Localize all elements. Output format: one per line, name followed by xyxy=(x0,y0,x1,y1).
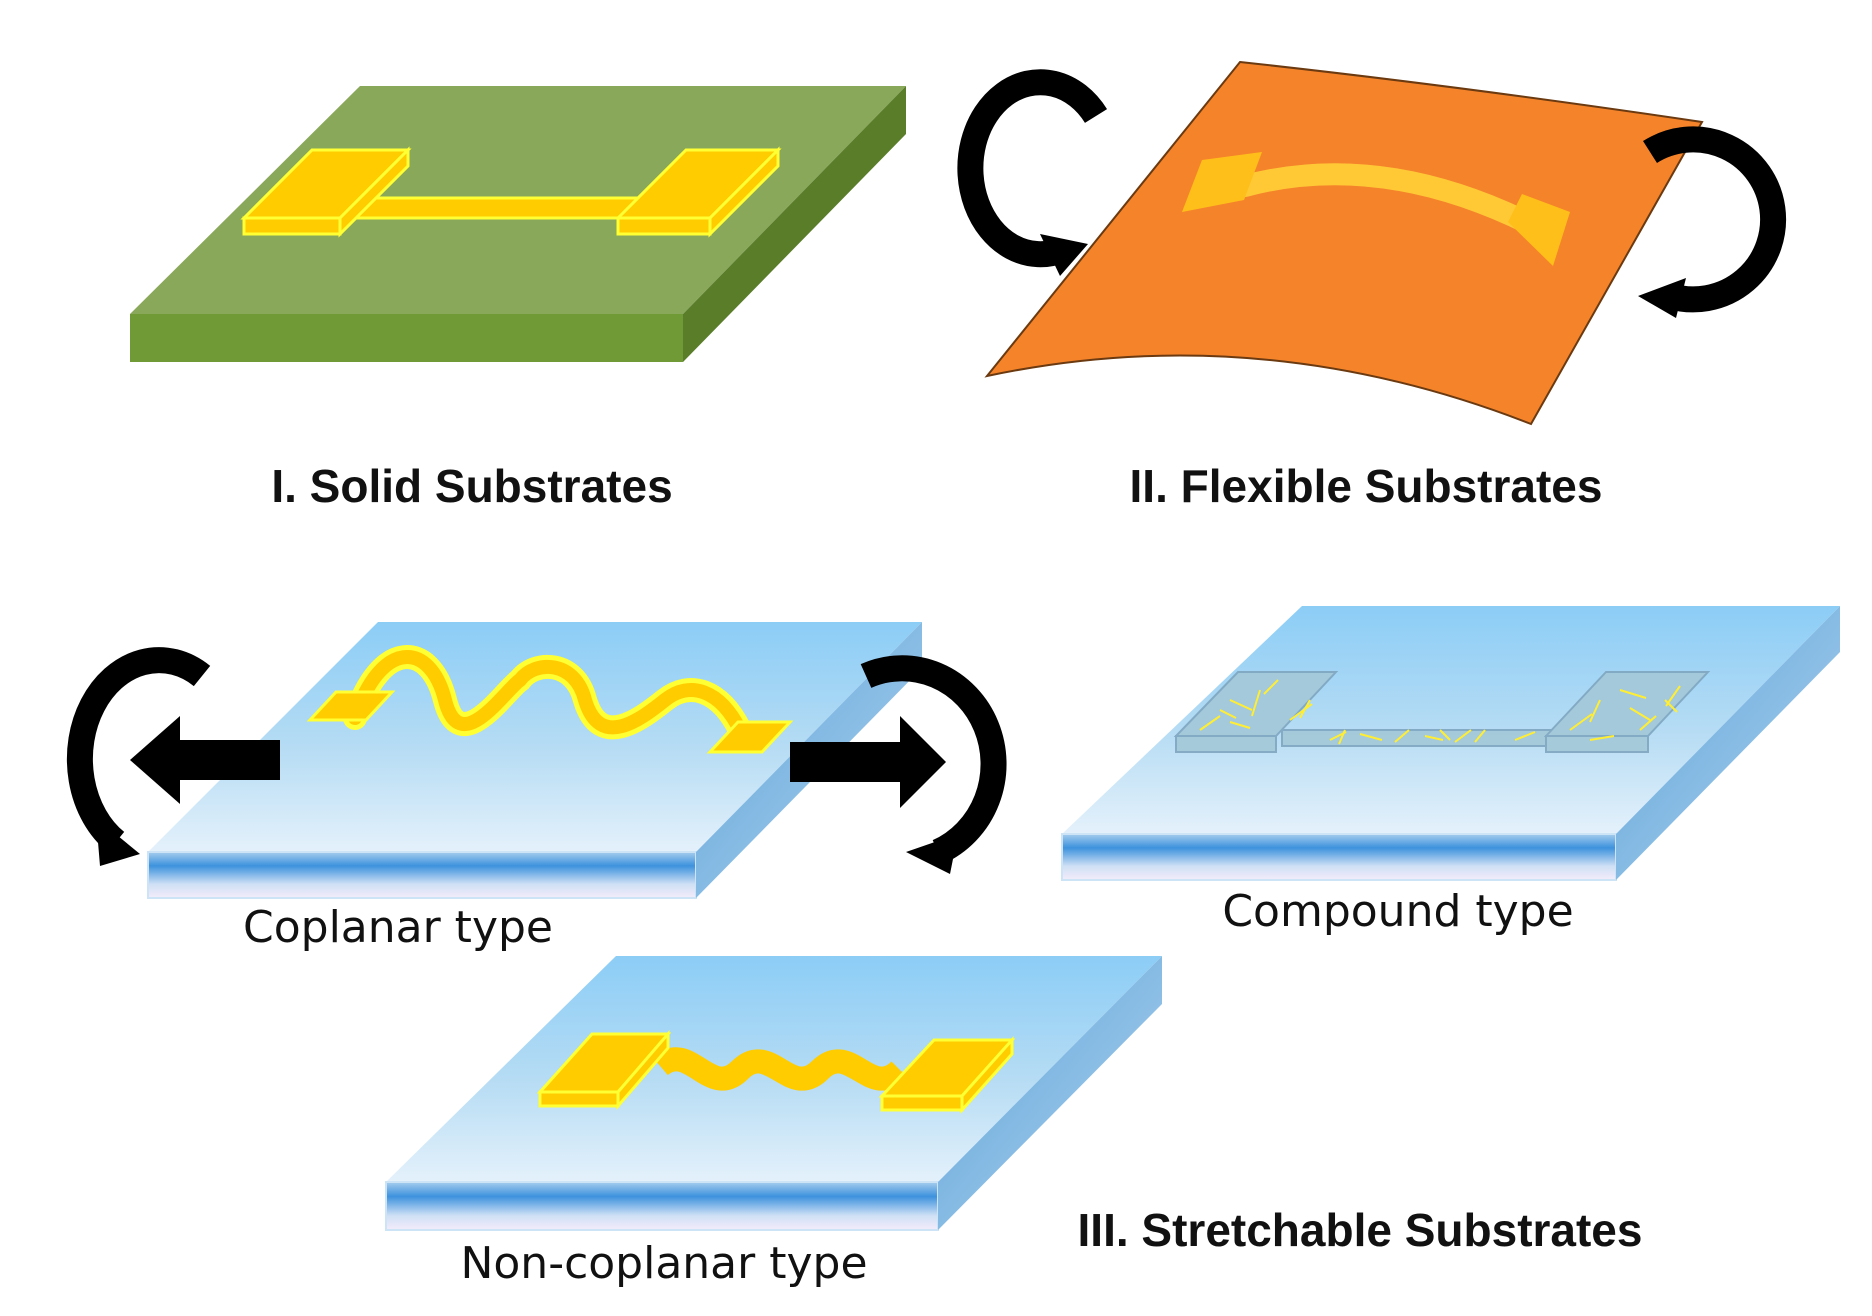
noncoplanar-conductor xyxy=(536,1029,1016,1114)
solid-front-face xyxy=(130,314,683,362)
flexible-substrate xyxy=(957,60,1787,426)
flexible-conductor xyxy=(1182,152,1570,266)
compound-side-face xyxy=(1616,606,1840,880)
solid-side-face xyxy=(683,86,906,362)
compound-nanowires xyxy=(1199,679,1681,745)
label-coplanar-type: Coplanar type xyxy=(243,902,553,953)
label-flexible-substrates: II. Flexible Substrates xyxy=(1130,460,1603,512)
solid-conductor xyxy=(240,146,782,238)
coplanar-substrate xyxy=(66,622,1007,899)
label-compound-type: Compound type xyxy=(1222,886,1573,937)
compound-front-face xyxy=(1061,833,1617,881)
coplanar-front-face xyxy=(147,851,697,899)
noncoplanar-substrate xyxy=(385,956,1162,1231)
label-solid-substrates: I. Solid Substrates xyxy=(271,460,672,512)
stretch-arrow-icon xyxy=(790,716,946,808)
coplanar-top-face xyxy=(148,622,922,852)
twist-arrow-icon xyxy=(860,655,1007,874)
flexible-sheet xyxy=(984,60,1704,426)
label-noncoplanar-type: Non-coplanar type xyxy=(460,1238,867,1289)
noncoplanar-side-face xyxy=(938,956,1162,1230)
solid-substrate xyxy=(130,86,906,362)
noncoplanar-front-face xyxy=(385,1181,939,1231)
stretch-arrow-icon xyxy=(130,716,280,804)
compound-top-face xyxy=(1062,606,1840,834)
twist-arrow-icon xyxy=(1638,126,1787,318)
label-stretchable-substrates: III. Stretchable Substrates xyxy=(1078,1204,1643,1256)
twist-arrow-icon xyxy=(957,69,1108,276)
compound-substrate xyxy=(1061,606,1840,881)
twist-arrow-icon xyxy=(66,647,211,866)
coplanar-conductor xyxy=(306,645,794,754)
